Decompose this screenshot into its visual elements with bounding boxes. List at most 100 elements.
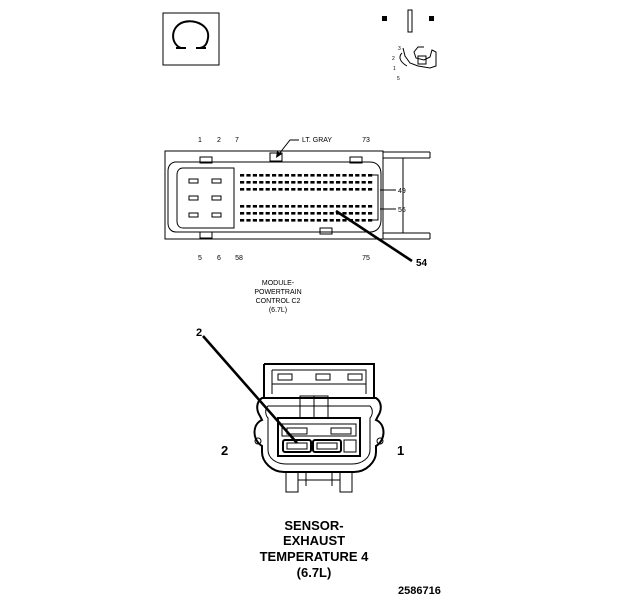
pcm-pin-cavity	[342, 219, 347, 222]
pcm-pin-cavity	[355, 205, 360, 208]
pcm-pin-cavity	[272, 219, 277, 222]
pcm-pin-cavity	[361, 205, 366, 208]
pcm-pin-cavity	[316, 181, 321, 184]
pcm-pin-cavity	[355, 219, 360, 222]
pcm-pin-cavity	[329, 174, 334, 177]
pcm-pin-cavity	[278, 174, 283, 177]
pcm-pin-cavity	[304, 181, 309, 184]
pcm-pin-cavity	[246, 219, 251, 222]
pcm-pin-cavity	[342, 212, 347, 215]
pcm-pin-cavity	[316, 219, 321, 222]
pcm-pin-cavity	[278, 188, 283, 191]
pcm-pin-cavity	[265, 181, 270, 184]
pcm-pin-cavity	[368, 188, 373, 191]
pcm-pin-cavity	[342, 205, 347, 208]
pcm-callout-label: 54	[416, 258, 428, 269]
pcm-title-line: CONTROL C2	[256, 298, 301, 305]
sensor-pin-label-right: 1	[397, 443, 404, 458]
pcm-right-pin-label: 49	[398, 188, 406, 195]
pcm-pin-cavity	[323, 205, 328, 208]
pcm-pin-cavity	[355, 174, 360, 177]
svg-text:1: 1	[393, 66, 396, 72]
pcm-pin-cavity	[342, 188, 347, 191]
pcm-pin-cavity	[291, 174, 296, 177]
pcm-pin-cavity	[240, 188, 245, 191]
pcm-pin-cavity	[304, 219, 309, 222]
wire-color-label: LT. GRAY	[302, 137, 332, 144]
pcm-pin-cavity	[329, 188, 334, 191]
pcm-pin-cavity	[342, 174, 347, 177]
pcm-pin-cavity	[304, 212, 309, 215]
sensor-title-line: TEMPERATURE 4	[260, 549, 370, 564]
pcm-pin-cavity	[272, 181, 277, 184]
sensor-title-line: (6.7L)	[297, 565, 332, 580]
pcm-pin-cavity	[272, 205, 277, 208]
pcm-pin-cavity	[246, 174, 251, 177]
pcm-pin-cavity	[336, 219, 341, 222]
pcm-pin-cavity	[361, 174, 366, 177]
pcm-pin-cavity	[252, 181, 257, 184]
pcm-pin-cavity	[355, 188, 360, 191]
pcm-pin-cavity	[272, 188, 277, 191]
pcm-pin-cavity	[252, 212, 257, 215]
pcm-pin-cavity	[342, 181, 347, 184]
pcm-bottom-pin-label: 5	[198, 255, 202, 262]
pcm-pin-cavity	[297, 212, 302, 215]
pcm-top-pin-label: 73	[362, 137, 370, 144]
pcm-pin-cavity	[316, 212, 321, 215]
pcm-pin-cavity	[284, 181, 289, 184]
pcm-pin-cavity	[265, 219, 270, 222]
pcm-pin-cavity	[265, 212, 270, 215]
terminal-symbol	[162, 12, 220, 66]
pcm-pin-cavity	[259, 188, 264, 191]
pcm-pin-cavity	[361, 212, 366, 215]
pcm-pin-cavity	[310, 188, 315, 191]
pcm-pin-cavity	[323, 188, 328, 191]
pcm-pin-cavity	[310, 205, 315, 208]
pcm-pin-cavity	[259, 219, 264, 222]
pcm-pin-cavity	[348, 174, 353, 177]
pcm-pin-cavity	[329, 181, 334, 184]
pcm-pin-cavity	[316, 174, 321, 177]
sensor-title: SENSOR- EXHAUST TEMPERATURE 4 (6.7L)	[260, 518, 370, 580]
pcm-pin-cavity	[246, 188, 251, 191]
pcm-pin-cavity	[291, 181, 296, 184]
pcm-pin-cavity	[291, 188, 296, 191]
pcm-pin-cavity	[323, 181, 328, 184]
pcm-pin-cavity	[310, 212, 315, 215]
pcm-pin-cavity	[278, 181, 283, 184]
pcm-pin-cavity	[323, 174, 328, 177]
pcm-pin-cavity	[348, 188, 353, 191]
sensor-title-line: EXHAUST	[283, 533, 345, 548]
pcm-pin-cavity	[361, 219, 366, 222]
pcm-pin-cavity	[265, 188, 270, 191]
pcm-pin-cavity	[265, 205, 270, 208]
pcm-pin-cavity	[259, 205, 264, 208]
svg-text:5: 5	[397, 76, 400, 82]
pcm-pin-cavity	[329, 212, 334, 215]
pcm-top-pin-label: 1	[198, 137, 202, 144]
pcm-pin-cavity	[240, 212, 245, 215]
pcm-pin-cavity	[259, 212, 264, 215]
pcm-pin-cavity	[310, 219, 315, 222]
pcm-pin-cavity	[259, 174, 264, 177]
pcm-pin-cavity	[304, 174, 309, 177]
pcm-pin-cavity	[252, 174, 257, 177]
pcm-pin-cavity	[284, 174, 289, 177]
pcm-pin-cavity	[336, 205, 341, 208]
pcm-pin-cavity	[297, 181, 302, 184]
pcm-pin-cavity	[297, 188, 302, 191]
pcm-pin-cavity	[291, 219, 296, 222]
pcm-pin-cavity	[291, 212, 296, 215]
pcm-pin-cavity	[355, 181, 360, 184]
pcm-pin-cavity	[336, 188, 341, 191]
pcm-pin-cavity	[284, 212, 289, 215]
pcm-pin-cavity	[284, 219, 289, 222]
pcm-pin-cavity	[348, 212, 353, 215]
pcm-pin-cavity	[304, 188, 309, 191]
terminal-detail-icon: 3 2 1 5	[382, 9, 437, 82]
pcm-pin-cavity	[272, 174, 277, 177]
pcm-pin-cavity	[246, 181, 251, 184]
pcm-pin-cavity	[323, 219, 328, 222]
